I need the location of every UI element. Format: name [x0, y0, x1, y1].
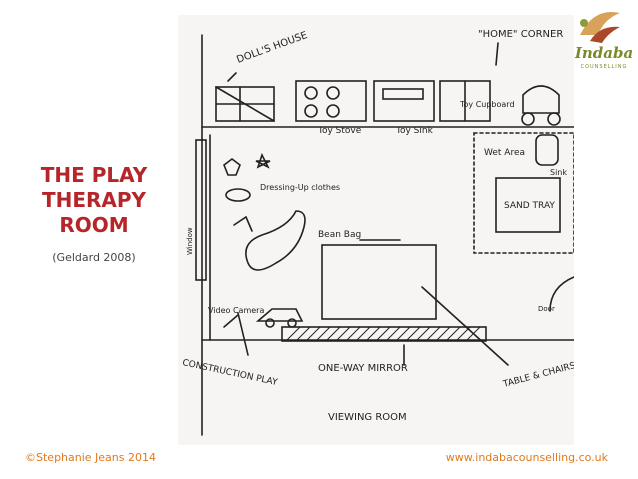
slide-subtitle: (Geldard 2008)	[52, 251, 136, 264]
label-dolls-house: DOLL'S HOUSE	[235, 30, 309, 66]
label-window: Window	[186, 227, 194, 255]
title-line: ROOM	[59, 213, 129, 237]
leaf-icon	[580, 11, 620, 35]
logo-tagline: COUNSELLING	[580, 64, 628, 70]
logo-name: Indaba	[574, 44, 634, 62]
label-toy-cupboard: Toy Cupboard	[459, 100, 515, 109]
dressing-up-icon	[223, 152, 271, 232]
title-line: THE PLAY	[40, 163, 148, 187]
label-dressing-up: Dressing-Up clothes	[260, 183, 340, 192]
label-sink: Sink	[550, 168, 567, 177]
label-viewing-room: VIEWING ROOM	[328, 412, 407, 423]
label-one-way-mirror: ONE-WAY MIRROR	[318, 363, 408, 374]
pram-icon	[521, 85, 561, 126]
toy-sink-icon	[373, 80, 435, 122]
label-table-chairs: TABLE & CHAIRS	[501, 361, 574, 390]
label-wet-area: Wet Area	[484, 148, 525, 158]
label-toy-sink: Toy Sink	[395, 126, 434, 136]
window-icon	[195, 139, 207, 281]
label-door: Door	[538, 305, 555, 313]
table-icon	[321, 244, 437, 320]
bean-bag-icon	[245, 210, 306, 271]
label-bean-bag: Bean Bag	[318, 230, 361, 240]
label-video-camera: Video Camera	[208, 306, 264, 315]
sink-icon	[535, 134, 559, 166]
sand-tray-icon	[495, 177, 561, 233]
indaba-logo	[570, 5, 636, 77]
title-line: THERAPY	[41, 188, 147, 212]
website-link[interactable]: www.indabacounselling.co.uk	[445, 451, 608, 464]
label-home-corner: "HOME" CORNER	[478, 29, 563, 40]
play-room-diagram: DOLL'S HOUSE Toy Stove Toy Sink Toy Cupb…	[178, 15, 577, 445]
dolls-house-icon	[215, 86, 275, 122]
label-toy-stove: Toy Stove	[317, 126, 362, 136]
toy-cupboard-icon	[439, 80, 491, 122]
slide-title: THE PLAY THERAPY ROOM	[18, 163, 170, 238]
toy-car-icon	[255, 308, 304, 328]
one-way-mirror-icon	[281, 326, 487, 342]
wet-area-box	[473, 132, 575, 254]
label-construction-play: CONSTRUCTION PLAY	[181, 358, 278, 388]
toy-stove-icon	[295, 80, 367, 122]
label-sand-tray: SAND TRAY	[504, 201, 555, 211]
copyright-text: ©Stephanie Jeans 2014	[25, 451, 156, 464]
